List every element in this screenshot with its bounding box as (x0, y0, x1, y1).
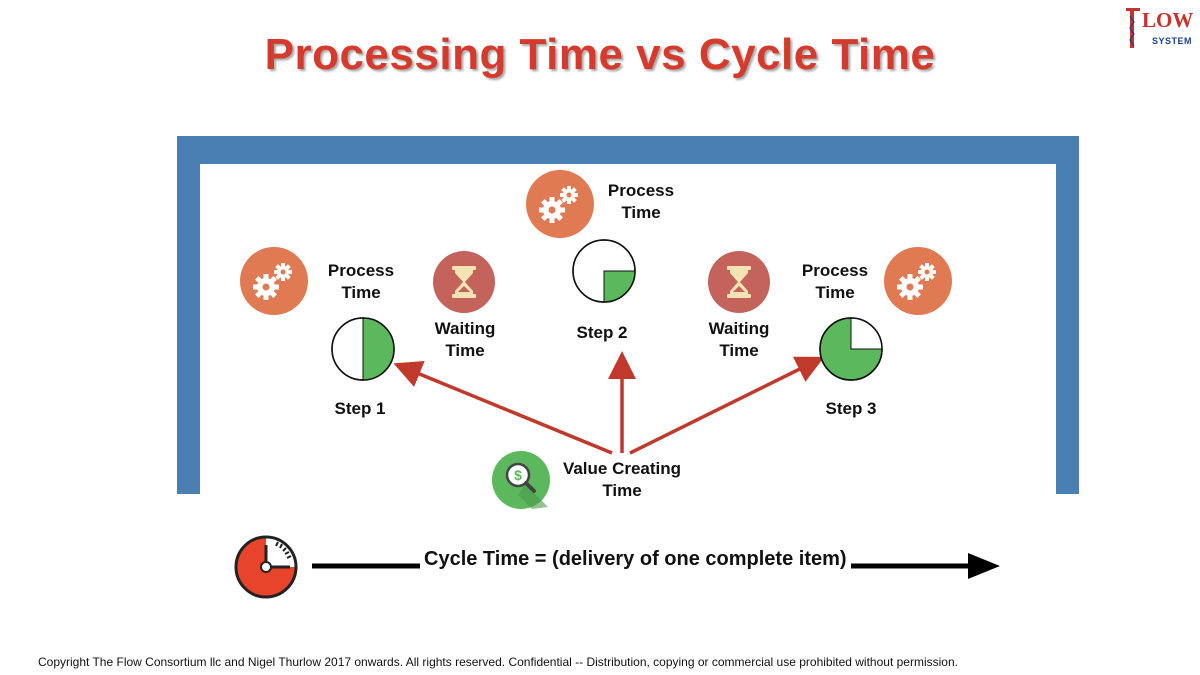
waiting1-line1: Waiting (434, 319, 496, 338)
hourglass-icon (433, 251, 495, 318)
value-creating-line1: Value Creating (562, 459, 682, 478)
step1-process-line2: Time (341, 283, 381, 302)
step1-process-line1: Process (327, 261, 395, 280)
cycle-time-label: Cycle Time = (delivery of one complete i… (420, 548, 851, 571)
waiting2-line2: Time (719, 341, 759, 360)
logo-word: LOW (1142, 8, 1194, 32)
gears-icon (884, 247, 952, 320)
frame-top (177, 136, 1079, 164)
gears-icon (240, 247, 308, 320)
step3-process-label: Process Time (790, 260, 880, 304)
page-title: Processing Time vs Cycle Time (264, 30, 936, 79)
step1-progress-pie (330, 316, 396, 387)
logo-subtitle: SYSTEM (1152, 36, 1193, 46)
step1-process-label: Process Time (316, 260, 406, 304)
step3-progress-pie (818, 316, 884, 387)
step1-label: Step 1 (334, 399, 386, 418)
step2-progress-pie (571, 238, 637, 309)
hourglass-icon (708, 251, 770, 318)
arrow-to-step3 (629, 356, 825, 455)
svg-text:$: $ (514, 467, 522, 483)
value-creating-label: Value Creating Time (552, 458, 692, 502)
waiting2-line1: Waiting (708, 319, 770, 338)
cycle-time-arrow-head (968, 553, 1000, 579)
value-creating-line2: Time (602, 481, 642, 500)
logo-mark (1126, 8, 1140, 48)
flow-system-logo: LOW SYSTEM (1124, 6, 1194, 50)
stopwatch-icon (234, 535, 298, 604)
step2-label: Step 2 (576, 323, 628, 342)
step3-label: Step 3 (825, 399, 877, 418)
copyright-footer: Copyright The Flow Consortium llc and Ni… (38, 655, 958, 669)
step3-process-line1: Process (801, 261, 869, 280)
frame-right (1056, 136, 1079, 494)
step3-process-line2: Time (815, 283, 855, 302)
waiting2-label: Waiting Time (694, 318, 784, 362)
frame-left (177, 136, 200, 494)
waiting1-line2: Time (445, 341, 485, 360)
top-process-label-line2: Time (621, 203, 661, 222)
top-process-label: Process Time (596, 180, 686, 224)
waiting1-label: Waiting Time (420, 318, 510, 362)
dollar-magnifier-icon: $ (492, 451, 550, 514)
arrow-to-step1 (393, 361, 613, 455)
gears-icon (526, 170, 594, 243)
top-process-label-line1: Process (607, 181, 675, 200)
